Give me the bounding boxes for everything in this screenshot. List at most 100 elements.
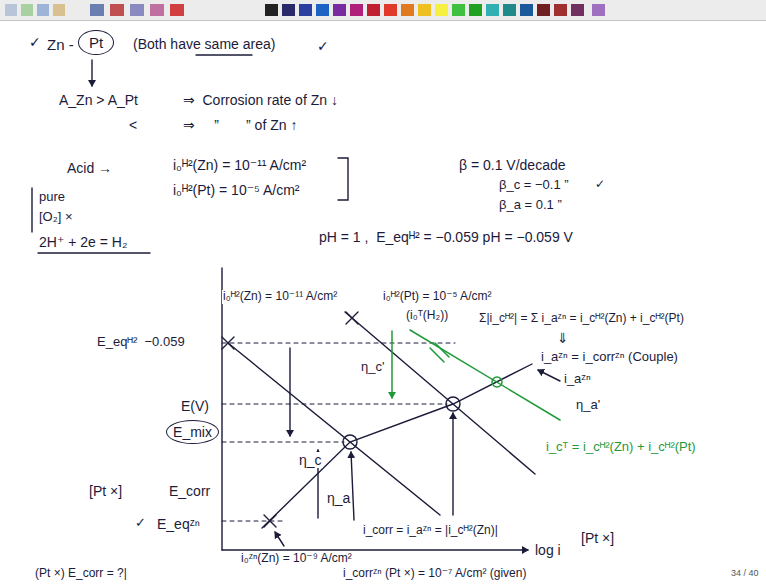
note-text: ⇒ ” ” of Zn ↑ xyxy=(182,117,298,133)
note-text: (Both have same area) xyxy=(132,36,276,52)
overpotential-label: η_a' xyxy=(575,398,601,413)
total-current-label: i_cᵀ = i_cᴴ²(Zn) + i_cᴴ²(Pt) xyxy=(545,440,697,455)
toolbar-part xyxy=(384,4,397,16)
ink-strokes xyxy=(32,55,560,550)
corrosion-current: i_corr = i_aᶻⁿ = |i_cᴴ²(Zn)| xyxy=(362,524,499,538)
ink-strokes-part xyxy=(221,268,222,550)
area-relation: A_Zn > A_Pt xyxy=(58,92,139,108)
total-cathodic-line-part xyxy=(410,330,560,420)
ink-strokes-part xyxy=(196,54,252,55)
reaction-equation: 2H⁺ + 2e = H₂ xyxy=(38,234,128,250)
exchange-current: i₀ᴴ²(Pt) = 10⁻⁵ A/cm² xyxy=(382,290,492,304)
toolbar xyxy=(0,0,766,21)
toolbar-part xyxy=(486,4,499,16)
overpotential-label: η_a xyxy=(326,490,351,506)
toolbar-part xyxy=(537,4,550,16)
toolbar-part xyxy=(316,4,329,16)
ink-strokes-part-part xyxy=(222,520,286,521)
note-text: pure xyxy=(38,190,66,205)
ink-strokes-part xyxy=(38,252,150,253)
toolbar-part xyxy=(299,4,312,16)
overpotential-label: η_c' xyxy=(360,360,385,375)
exchange-current: (i₀ᵀ(H₂)) xyxy=(405,309,449,323)
toolbar-part xyxy=(418,4,431,16)
page-number: 34 / 40 xyxy=(730,568,760,578)
exchange-current: i₀ᴴ²(Pt) = 10⁻⁵ A/cm² xyxy=(172,182,301,198)
ink-strokes-part xyxy=(346,312,358,324)
ink-strokes-part-part xyxy=(222,403,447,404)
ink-strokes-part xyxy=(345,312,535,474)
total-cathodic-line-part xyxy=(430,343,449,362)
ink-strokes-part-part xyxy=(222,441,344,442)
toolbar-part xyxy=(5,4,17,16)
ink-strokes-part xyxy=(452,413,453,515)
ink-strokes-part xyxy=(446,397,460,411)
toolbar-part xyxy=(21,4,33,16)
toolbar-part xyxy=(37,4,49,16)
ink-strokes-part xyxy=(228,343,440,515)
toolbar-part xyxy=(452,4,465,16)
ink-strokes-part xyxy=(91,60,92,86)
tafel-slope: β = 0.1 V/decade xyxy=(458,157,567,173)
question-text: (Pt ×) E_corr = ?| xyxy=(34,567,128,581)
exchange-current: i₀ᶻⁿ(Zn) = 10⁻⁹ A/cm² xyxy=(240,552,353,566)
toolbar-part xyxy=(592,4,605,16)
exchange-current: i₀ᴴ²(Zn) = 10⁻¹¹ A/cm² xyxy=(222,290,338,304)
ink-strokes-part xyxy=(264,515,276,527)
total-cathodic-line-part xyxy=(492,377,502,387)
ink-strokes-part-part xyxy=(222,342,455,343)
toolbar-part xyxy=(333,4,346,16)
node-text: E_mix xyxy=(173,424,212,440)
note-text: [Pt ×] xyxy=(580,530,615,546)
node-text: Pt xyxy=(89,34,103,51)
toolbar-part xyxy=(571,4,584,16)
ink-strokes-part xyxy=(31,188,32,232)
note-text: ⇒ Corrosion rate of Zn ↓ xyxy=(182,92,339,108)
axis-title: E(V) xyxy=(180,398,210,414)
toolbar-part xyxy=(554,4,567,16)
note-text: ⇓ xyxy=(556,330,570,346)
check-mark: ✓ xyxy=(316,38,330,54)
toolbar-part xyxy=(170,4,184,16)
toolbar-part xyxy=(130,4,144,16)
exchange-current: i₀ᴴ²(Zn) = 10⁻¹¹ A/cm² xyxy=(172,157,307,173)
circled-metal: Pt xyxy=(78,30,114,55)
toolbar-part xyxy=(367,4,380,16)
toolbar-part xyxy=(435,4,448,16)
ink-strokes-part xyxy=(351,452,354,520)
area-relation: < xyxy=(128,117,138,133)
couple-name: Zn - xyxy=(46,36,75,53)
axis-value: E_corr xyxy=(168,483,211,499)
ink-strokes-part xyxy=(222,549,528,550)
toolbar-part xyxy=(282,4,295,16)
current-balance: i_aᶻⁿ = i_corrᶻⁿ (Couple) xyxy=(540,350,679,365)
note-text: [Pt ×] xyxy=(88,483,123,499)
current-balance: Σ|i_cᴴ²| = Σ i_aᶻⁿ = i_cᴴ²(Zn) + i_cᴴ²(P… xyxy=(478,312,685,326)
tafel-slope: β_a = 0.1 ” xyxy=(498,198,563,213)
check-mark: ✓ xyxy=(594,178,606,192)
toolbar-part xyxy=(503,4,516,16)
toolbar-part xyxy=(520,4,533,16)
toolbar-part xyxy=(401,4,414,16)
axis-value: E_eqᶻⁿ xyxy=(156,516,201,532)
toolbar-part xyxy=(265,4,278,16)
ink-strokes-part xyxy=(338,158,348,200)
tafel-slope: β_c = −0.1 ” xyxy=(498,178,570,193)
toolbar-part xyxy=(150,4,164,16)
note-text: Acid → xyxy=(66,160,113,176)
axis-title: log i xyxy=(534,542,562,558)
note-text: [O₂] × xyxy=(38,210,74,225)
overpotential-label: η_c xyxy=(298,452,323,468)
total-cathodic-line-part xyxy=(391,331,393,398)
curve-label: i_aᶻⁿ xyxy=(563,372,592,387)
ink-strokes-part xyxy=(275,532,284,546)
given-value: i_corrᶻⁿ (Pt ×) = 10⁻⁷ A/cm² (given) xyxy=(342,567,527,581)
check-mark: ✓ xyxy=(134,516,147,531)
ink-strokes-part xyxy=(222,337,234,349)
toolbar-part xyxy=(110,4,124,16)
check-mark: ✓ xyxy=(28,34,42,50)
ink-strokes-part xyxy=(262,364,532,528)
toolbar-part xyxy=(350,4,363,16)
toolbar-part xyxy=(90,4,104,16)
